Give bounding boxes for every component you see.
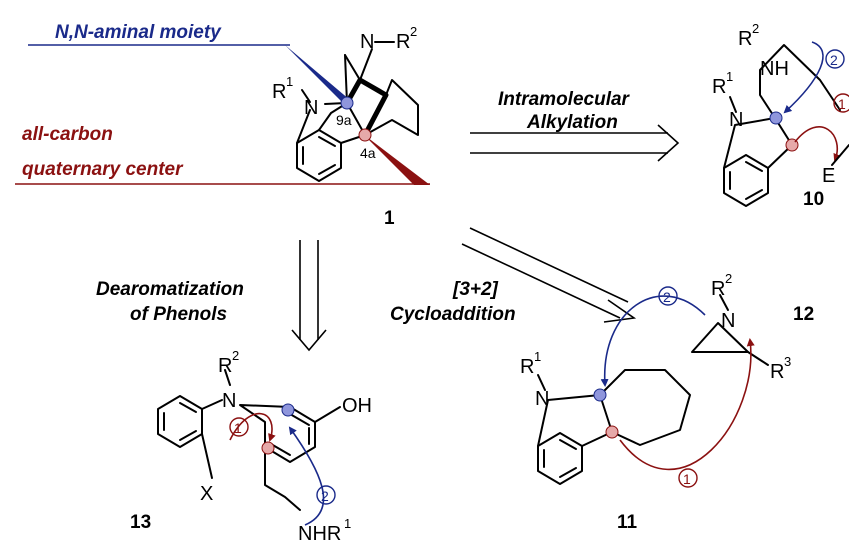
arrow-step-2-11 xyxy=(600,295,706,387)
dearomatization-label: Dearomatization xyxy=(96,279,244,300)
c12-r2: R xyxy=(711,278,725,300)
svg-text:2: 2 xyxy=(321,488,329,504)
compound-1-number: 1 xyxy=(384,208,395,229)
quaternary-wedge xyxy=(363,134,430,185)
c1-4a: 4a xyxy=(360,145,376,161)
retro-arrow-right xyxy=(470,124,680,162)
c12-r3-sup: 3 xyxy=(784,354,791,369)
c10-n: N xyxy=(729,109,743,131)
compound-12-number: 12 xyxy=(793,304,814,325)
compound-11-structure xyxy=(537,295,755,485)
c1-n1: N xyxy=(304,97,318,119)
cyclo-label-2: Cycloaddition xyxy=(390,304,516,325)
retro-arrow-diagonal xyxy=(461,227,637,323)
c13-oh: OH xyxy=(342,395,372,417)
c10-r2: R xyxy=(738,28,752,50)
svg-text:1: 1 xyxy=(683,471,691,487)
allcarbon-label-1: all-carbon xyxy=(22,124,113,145)
c11-r1-sup: 1 xyxy=(534,349,541,364)
c1-9a: 9a xyxy=(336,112,352,128)
c12-r3: R xyxy=(770,361,784,383)
c13-r2-sup: 2 xyxy=(232,348,239,363)
c1-r2: R xyxy=(396,31,410,53)
svg-text:1: 1 xyxy=(234,420,242,436)
compound-10-structure xyxy=(723,41,849,207)
step-1-circle-10: 1 xyxy=(833,93,849,113)
compound-1-structure xyxy=(15,41,430,185)
step-1-circle-11: 1 xyxy=(678,468,698,488)
c13-nhr-sup: 1 xyxy=(344,516,351,531)
svg-text:2: 2 xyxy=(830,52,838,68)
svg-text:2: 2 xyxy=(663,289,671,305)
atom-9a-marker xyxy=(340,96,354,110)
c11-r1: R xyxy=(520,356,534,378)
c11-n: N xyxy=(535,388,549,410)
arrow-step-1-11 xyxy=(619,338,755,471)
c1-r2-sup: 2 xyxy=(410,24,417,39)
arrow-step-2-10 xyxy=(783,41,824,114)
retro-arrow-down xyxy=(291,240,327,352)
cyclo-label-1: [3+2] xyxy=(452,279,499,300)
compound-11-number: 11 xyxy=(617,512,638,533)
c1-r: R xyxy=(272,81,286,103)
atom-4a-marker xyxy=(358,128,372,142)
compound-13-structure xyxy=(157,369,341,526)
c10-r1: R xyxy=(712,76,726,98)
step-2-circle-11: 2 xyxy=(658,286,678,306)
svg-text:1: 1 xyxy=(838,96,846,112)
c13-x: X xyxy=(200,483,213,505)
step-2-circle-10: 2 xyxy=(825,49,845,69)
compound-13-number: 13 xyxy=(130,512,151,533)
allcarbon-label-2: quaternary center xyxy=(22,159,184,180)
step-1-circle-13: 1 xyxy=(229,417,249,437)
c10-r1-sup: 1 xyxy=(726,69,733,84)
aminal-label: N,N-aminal moiety xyxy=(55,22,222,43)
c10-e: E xyxy=(822,165,835,187)
step-2-circle-13: 2 xyxy=(316,485,336,505)
c12-n: N xyxy=(721,310,735,332)
c10-nh: NH xyxy=(760,58,789,80)
c10-r2-sup: 2 xyxy=(752,21,759,36)
compound-10-number: 10 xyxy=(803,189,824,210)
arrow-step-2-13 xyxy=(288,426,325,526)
alkylation-label: Alkylation xyxy=(526,112,618,133)
c1-n2: N xyxy=(360,31,374,53)
c12-r2-sup: 2 xyxy=(725,271,732,286)
aminal-wedge xyxy=(285,45,350,104)
c13-r2: R xyxy=(218,355,232,377)
c13-n: N xyxy=(222,390,236,412)
c13-nhr: NHR xyxy=(298,523,341,543)
arrow-step-1-13 xyxy=(229,412,276,442)
c1-r-sup: 1 xyxy=(286,74,293,89)
intramolecular-label: Intramolecular xyxy=(498,89,631,110)
phenols-label: of Phenols xyxy=(130,304,227,325)
arrow-step-1-10 xyxy=(794,126,841,162)
